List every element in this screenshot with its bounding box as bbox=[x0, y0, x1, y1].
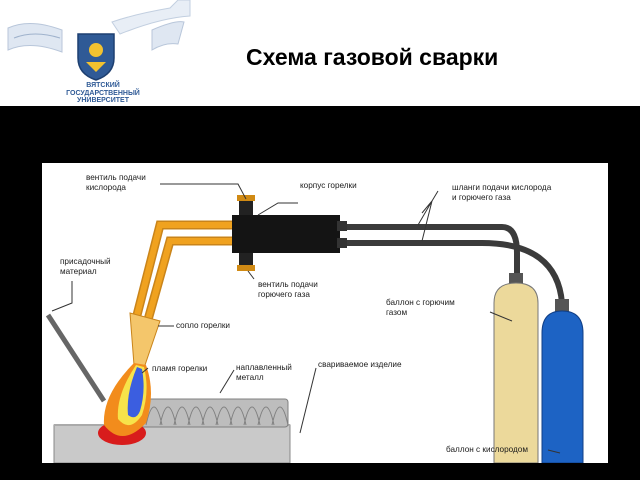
fuel-cylinder bbox=[493, 273, 539, 463]
leader-lines bbox=[51, 183, 561, 454]
torch-nozzle bbox=[129, 312, 161, 369]
torch-body bbox=[232, 195, 347, 271]
filler-rod bbox=[45, 313, 107, 403]
gas-welding-diagram: вентиль подачи кислорода корпус горелки … bbox=[42, 163, 608, 463]
label-oxygen-valve: вентиль подачи кислорода bbox=[86, 173, 146, 192]
university-logo bbox=[7, 0, 191, 81]
hose-upper bbox=[342, 224, 520, 273]
label-hoses: шланги подачи кислорода и горючего газа bbox=[452, 183, 552, 202]
label-workpiece: свариваемое изделие bbox=[318, 360, 402, 369]
slide-header: ВЯТСКИЙ ГОСУДАРСТВЕННЫЙ УНИВЕРСИТЕТ Схем… bbox=[0, 0, 640, 106]
hose-lower bbox=[342, 240, 565, 304]
deposited-seam bbox=[137, 398, 289, 428]
label-fuel-valve: вентиль подачи горючего газа bbox=[258, 280, 318, 299]
oxygen-cylinder bbox=[541, 299, 584, 463]
slide-title: Схема газовой сварки bbox=[246, 44, 499, 70]
label-oxygen-cylinder: баллон с кислородом bbox=[446, 445, 528, 454]
label-torch-body: корпус горелки bbox=[300, 181, 357, 190]
torch-tubes bbox=[130, 220, 234, 329]
label-deposited-metal: наплавленный металл bbox=[236, 363, 292, 382]
university-name: ВЯТСКИЙ ГОСУДАРСТВЕННЫЙ УНИВЕРСИТЕТ bbox=[66, 82, 140, 104]
label-nozzle: сопло горелки bbox=[176, 321, 230, 330]
torch-flame bbox=[103, 363, 151, 437]
welding-scheme-drawing bbox=[45, 183, 584, 463]
workpiece bbox=[53, 424, 291, 463]
label-flame: пламя горелки bbox=[152, 364, 208, 373]
label-fuel-cylinder: баллон с горючим газом bbox=[386, 298, 455, 317]
label-filler-material: присадочный материал bbox=[60, 257, 111, 276]
